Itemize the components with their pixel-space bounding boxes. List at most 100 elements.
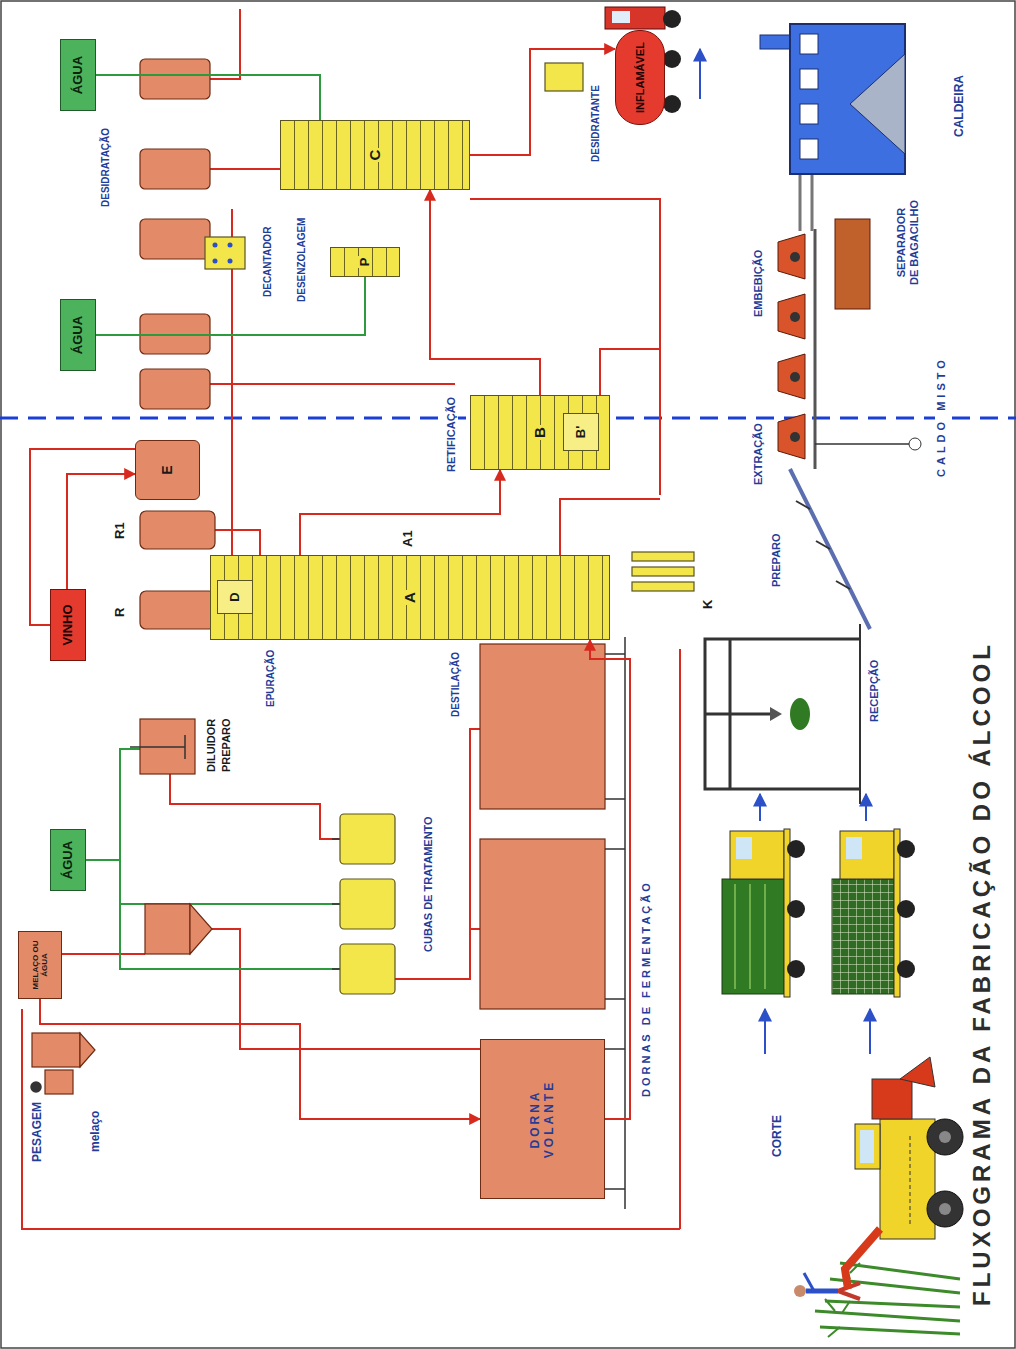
cane-truck xyxy=(897,840,915,858)
cane-truck xyxy=(897,960,915,978)
process-label: R1 xyxy=(112,520,128,541)
cane-cutter xyxy=(804,1273,814,1291)
decanter-dots xyxy=(213,259,218,264)
red-pipe xyxy=(215,209,232,610)
water-box: ÁGUA xyxy=(50,829,86,891)
flow-arrow xyxy=(759,794,761,821)
node-text: B' xyxy=(574,424,589,440)
treatment-vat xyxy=(632,582,694,591)
process-label: DESENZOLAGEM xyxy=(296,216,308,304)
vessel xyxy=(32,1033,80,1067)
node-text: B xyxy=(531,425,548,440)
scale-and-stirrer xyxy=(605,637,625,1209)
process-label: EMBEBIÇÃO xyxy=(752,248,765,319)
flow-arrow xyxy=(869,1009,871,1054)
red-pipe xyxy=(210,9,240,79)
vessel xyxy=(140,59,210,99)
cane-truck xyxy=(736,837,752,859)
decanter-dots xyxy=(213,243,233,264)
mill-tandem xyxy=(800,174,812,231)
red-pipe xyxy=(470,928,480,930)
process-label: PESAGEM xyxy=(30,1100,44,1164)
red-pipe xyxy=(22,9,680,1229)
harvester xyxy=(927,1191,963,1227)
cane-cutter xyxy=(838,1283,860,1299)
vessel xyxy=(140,591,215,629)
treatment-vat xyxy=(632,552,694,561)
boiler xyxy=(800,104,818,124)
process-label: CUBAS DE TRATAMENTO xyxy=(422,814,435,954)
vessel xyxy=(145,904,190,954)
harvester xyxy=(910,1134,911,1224)
red-pipe xyxy=(210,168,280,170)
red-pipe xyxy=(205,238,210,240)
treatment-vat xyxy=(340,879,395,929)
harvester xyxy=(939,1203,951,1215)
vessel xyxy=(480,644,605,809)
red-pipe xyxy=(62,953,145,955)
process-label: CORTE xyxy=(770,1113,784,1159)
treatment-vat xyxy=(545,63,583,91)
wine-box: VINHO xyxy=(50,589,86,661)
cane-cutter xyxy=(794,1273,860,1299)
node-text: P xyxy=(358,256,373,269)
node-text: C xyxy=(366,148,383,163)
cane-preparation xyxy=(796,501,850,589)
cane-truck xyxy=(894,829,900,997)
sugarcane xyxy=(825,1263,860,1337)
reception-crane xyxy=(705,639,860,789)
water-pipe xyxy=(86,749,340,969)
vessel xyxy=(140,219,210,259)
harvester xyxy=(927,1119,963,1155)
pipe-connector xyxy=(67,474,135,589)
process-label: RETIFICAÇÃO xyxy=(445,395,458,474)
vessel xyxy=(45,1070,73,1094)
mill-tandem xyxy=(778,414,805,459)
red-pipe xyxy=(679,649,681,1229)
process-label: melaço xyxy=(88,1109,102,1154)
red-pipe xyxy=(215,530,260,555)
red-pipe xyxy=(470,199,660,495)
process-label: DESIDRATAÇÃO xyxy=(100,126,112,209)
fermentation-vat: DORNA VOLANTE xyxy=(480,1039,605,1199)
treatment-vat xyxy=(340,944,395,994)
water-box: ÁGUA xyxy=(60,39,96,111)
process-label: CALDEIRA xyxy=(952,73,966,139)
red-pipe xyxy=(395,729,480,979)
process-label: PREPARO xyxy=(770,531,783,589)
process-label: EPURAÇÃO xyxy=(265,648,277,709)
rectification-column: B B' xyxy=(470,395,610,470)
tanker-truck xyxy=(663,95,681,113)
decanter-dots xyxy=(213,243,218,248)
vessel xyxy=(140,149,210,189)
reception-crane xyxy=(790,698,810,730)
treatment-vat xyxy=(632,567,694,576)
treatment-vat xyxy=(205,63,694,994)
red-pipe xyxy=(22,1009,680,1229)
mill-tandem xyxy=(814,229,817,469)
water-pipe xyxy=(120,903,340,905)
cane-truck xyxy=(784,829,790,997)
scale-and-stirrer xyxy=(130,735,185,759)
mill-tandem xyxy=(790,312,800,322)
boiler xyxy=(760,24,905,174)
column-section: D xyxy=(217,580,253,614)
vessel xyxy=(190,904,212,954)
water-pipe xyxy=(120,749,140,860)
decanter-dots xyxy=(228,259,233,264)
flow-arrow xyxy=(865,794,867,821)
red-pipe xyxy=(600,349,660,395)
cane-truck xyxy=(897,900,915,918)
node-text: D xyxy=(228,590,243,603)
process-label: K xyxy=(700,598,716,611)
reception-crane xyxy=(859,624,861,804)
distillation-column: AD xyxy=(210,555,610,640)
process-label: DILUIDOR xyxy=(205,717,218,774)
sugarcane xyxy=(815,1263,960,1337)
scale-and-stirrer xyxy=(332,827,385,981)
reception-crane xyxy=(705,624,860,804)
flow-arrow xyxy=(700,49,870,1054)
mill-tandem xyxy=(835,219,870,309)
